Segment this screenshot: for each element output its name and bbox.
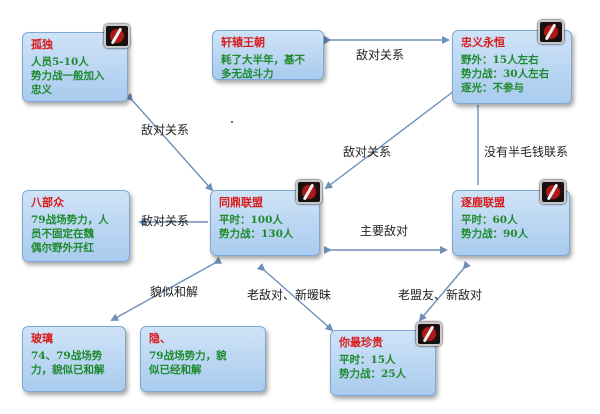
node-line: 79战场势力，人 (31, 214, 109, 226)
node-line: 忠义 (31, 84, 52, 96)
edge-label-zhongyi-zhulu: 没有半毛钱联系 (484, 145, 569, 159)
node-line: 力，貌似已和解 (31, 364, 105, 376)
node-line: 多无战斗力 (221, 68, 274, 80)
battle-icon (296, 180, 322, 204)
node-xuanyuan: 轩辕王朝 耗了大半年，基不 多无战斗力 (212, 30, 324, 80)
edge-label-tongding-nizuizhen: 老敌对、新暧昧 (247, 288, 332, 302)
node-title: 轩辕王朝 (221, 36, 265, 49)
battle-icon (540, 180, 566, 204)
node-line: 平时：15人 (339, 354, 396, 366)
edge-label-tongding-zhulu: 主要敌对 (360, 224, 409, 238)
node-zhongyi: 忠义永恒 野外：15人左右 势力战：30人左右 逐光：不参与 (452, 30, 572, 104)
node-title: 隐、 (149, 332, 171, 345)
node-line: 势力战：30人左右 (461, 68, 550, 80)
node-title: 八部众 (31, 196, 64, 209)
node-boli: 玻璃 74、79战场势 力，貌似已和解 (22, 326, 126, 392)
node-line: 耗了大半年，基不 (221, 54, 305, 66)
node-line: 似已经和解 (149, 364, 202, 376)
node-title: 逐鹿联盟 (461, 196, 505, 209)
edge-label-xuanyuan-zhongyi: 敌对关系 (356, 48, 405, 62)
stray-dot (231, 121, 233, 123)
node-yin: 隐、 79战场势力，貌 似已经和解 (140, 326, 266, 392)
node-line: 势力战：90人 (461, 228, 529, 240)
node-line: 员不固定在魏 (31, 228, 94, 240)
battle-icon (104, 24, 130, 48)
node-babuzhong: 八部众 79战场势力，人 员不固定在魏 偶尔野外开红 (22, 190, 130, 262)
edge-label-tongding-boli: 貌似和解 (150, 285, 199, 299)
node-line: 势力战：130人 (219, 228, 294, 240)
node-title: 你最珍贵 (339, 336, 383, 349)
node-title: 玻璃 (31, 332, 53, 345)
node-line: 势力战：25人 (339, 368, 407, 380)
node-line: 逐光：不参与 (461, 82, 524, 94)
node-line: 74、79战场势 (31, 350, 103, 362)
node-line: 平时：60人 (461, 214, 518, 226)
node-title: 孤独 (31, 38, 53, 51)
edge-label-gudu-tongding: 敌对关系 (141, 123, 190, 137)
battle-icon (416, 322, 442, 346)
battle-icon (538, 20, 564, 44)
edge-zhulu-nizuizhen (418, 260, 471, 322)
edge-tongding-nizuizhen (256, 263, 334, 332)
node-line: 势力战一般加入 (31, 70, 105, 82)
edge-tongding-boli (110, 256, 223, 321)
node-zhulu: 逐鹿联盟 平时：60人 势力战：90人 (452, 190, 570, 256)
node-line: 平时：100人 (219, 214, 283, 226)
node-line: 人员5-10人 (31, 56, 89, 68)
node-line: 野外：15人左右 (461, 54, 539, 66)
edge-zhongyi-tongding (324, 81, 466, 190)
edge-label-zhulu-nizuizhen: 老盟友、新敌对 (398, 288, 483, 302)
node-line: 偶尔野外开红 (31, 242, 94, 254)
edge-label-zhongyi-tongding: 敌对关系 (343, 145, 392, 159)
node-title: 同鼎联盟 (219, 196, 263, 209)
edge-label-babuzhong-tongding: 敌对关系 (141, 214, 190, 228)
node-title: 忠义永恒 (461, 36, 505, 49)
edge-gudu-tongding (125, 92, 214, 192)
node-line: 79战场势力，貌 (149, 350, 227, 362)
